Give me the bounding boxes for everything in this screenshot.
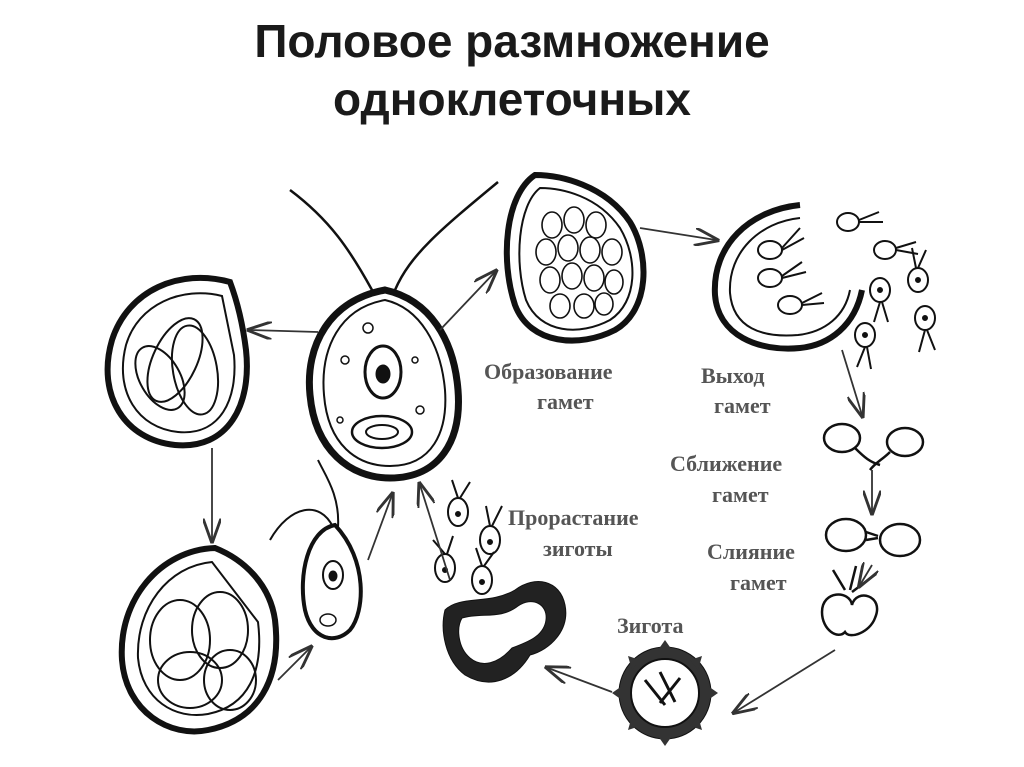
label-gamete-approach-1: Сближение	[670, 451, 782, 476]
label-zygote-germination-1: Прорастание	[508, 505, 639, 530]
vegetative-cell	[289, 181, 499, 482]
label-gamete-formation-1: Образование	[484, 359, 613, 384]
sporangium-lower-left	[118, 544, 280, 735]
page-title: Половое размножение одноклеточных	[0, 12, 1024, 128]
label-gamete-fusion-1: Слияние	[707, 539, 795, 564]
broken-zygote-wall	[442, 581, 567, 683]
title-line-1: Половое размножение	[254, 15, 770, 67]
gamete-release-cell	[711, 202, 865, 352]
approaching-gametes	[822, 422, 925, 471]
label-gamete-release-2: гамет	[714, 393, 771, 418]
label-gamete-release-1: Выход	[701, 363, 765, 388]
early-zygote	[820, 565, 879, 637]
label-gamete-approach-2: гамет	[712, 482, 769, 507]
zygote-cell	[612, 640, 718, 746]
gamete-forming-cell	[503, 171, 647, 344]
free-gametes	[836, 211, 936, 370]
label-gamete-formation-2: гамет	[537, 389, 594, 414]
germination-zoospores	[432, 479, 503, 595]
fusing-gametes	[824, 517, 922, 558]
cycle-arrows	[212, 227, 872, 712]
label-zygote: Зигота	[617, 613, 684, 638]
title-line-2: одноклеточных	[333, 73, 691, 125]
sporangium-upper-left	[104, 274, 250, 449]
label-gamete-fusion-2: гамет	[730, 570, 787, 595]
label-zygote-germination-2: зиготы	[543, 536, 613, 561]
zoospore	[269, 459, 363, 641]
